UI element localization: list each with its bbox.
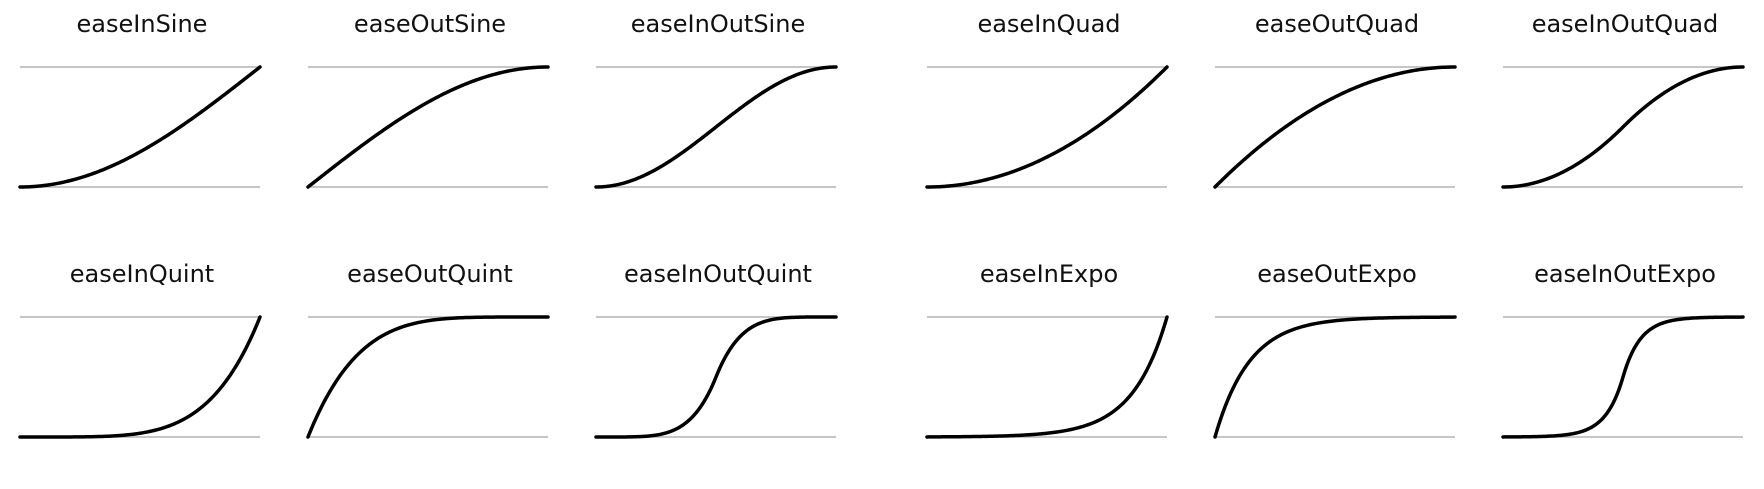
easing-panel-easeInSine: easeInSine [18,0,264,200]
panel-title: easeInExpo [979,260,1119,288]
easing-panel-easeInExpo: easeInExpo [925,250,1171,450]
panel-title: easeInOutSine [630,10,806,38]
easing-plot [306,65,550,189]
easing-curve [594,65,838,189]
easing-plot [1501,65,1745,189]
easing-panel-easeInOutQuad: easeInOutQuad [1501,0,1747,200]
easing-plot [594,315,838,439]
panel-title: easeInOutQuad [1531,10,1719,38]
panel-title: easeOutQuint [347,260,513,288]
easing-plot [18,65,262,189]
easing-curve [1501,315,1745,439]
easing-panel-easeInOutExpo: easeInOutExpo [1501,250,1747,450]
easing-curve [1501,65,1745,189]
panel-title: easeInQuad [977,10,1121,38]
easing-curve [925,315,1169,439]
easing-panel-easeOutQuad: easeOutQuad [1213,0,1459,200]
panel-title: easeInOutQuint [624,260,812,288]
easing-plot [594,65,838,189]
easing-plot [1213,65,1457,189]
easing-panel-easeInOutSine: easeInOutSine [594,0,840,200]
easing-panel-easeInQuint: easeInQuint [18,250,264,450]
easing-plot [306,315,550,439]
panel-title: easeOutExpo [1257,260,1417,288]
easing-panel-easeInQuad: easeInQuad [925,0,1171,200]
easing-curve [18,65,262,189]
panel-title: easeOutQuad [1254,10,1420,38]
easing-panel-easeInOutQuint: easeInOutQuint [594,250,840,450]
panel-title: easeInOutExpo [1534,260,1716,288]
easing-plot [925,315,1169,439]
easing-plot [1501,315,1745,439]
easing-panel-easeOutExpo: easeOutExpo [1213,250,1459,450]
easing-curve [306,65,550,189]
easing-curve [306,315,550,439]
easing-curve [925,65,1169,189]
easing-panel-easeOutSine: easeOutSine [306,0,552,200]
easing-curve [1213,315,1457,439]
easing-curve [594,315,838,439]
easing-panel-easeOutQuint: easeOutQuint [306,250,552,450]
easing-plot [925,65,1169,189]
panel-title: easeInQuint [69,260,215,288]
panel-title: easeOutSine [353,10,507,38]
easing-curve [1213,65,1457,189]
panel-title: easeInSine [76,10,208,38]
easing-plot [1213,315,1457,439]
easing-curve [18,315,262,439]
easing-plot [18,315,262,439]
